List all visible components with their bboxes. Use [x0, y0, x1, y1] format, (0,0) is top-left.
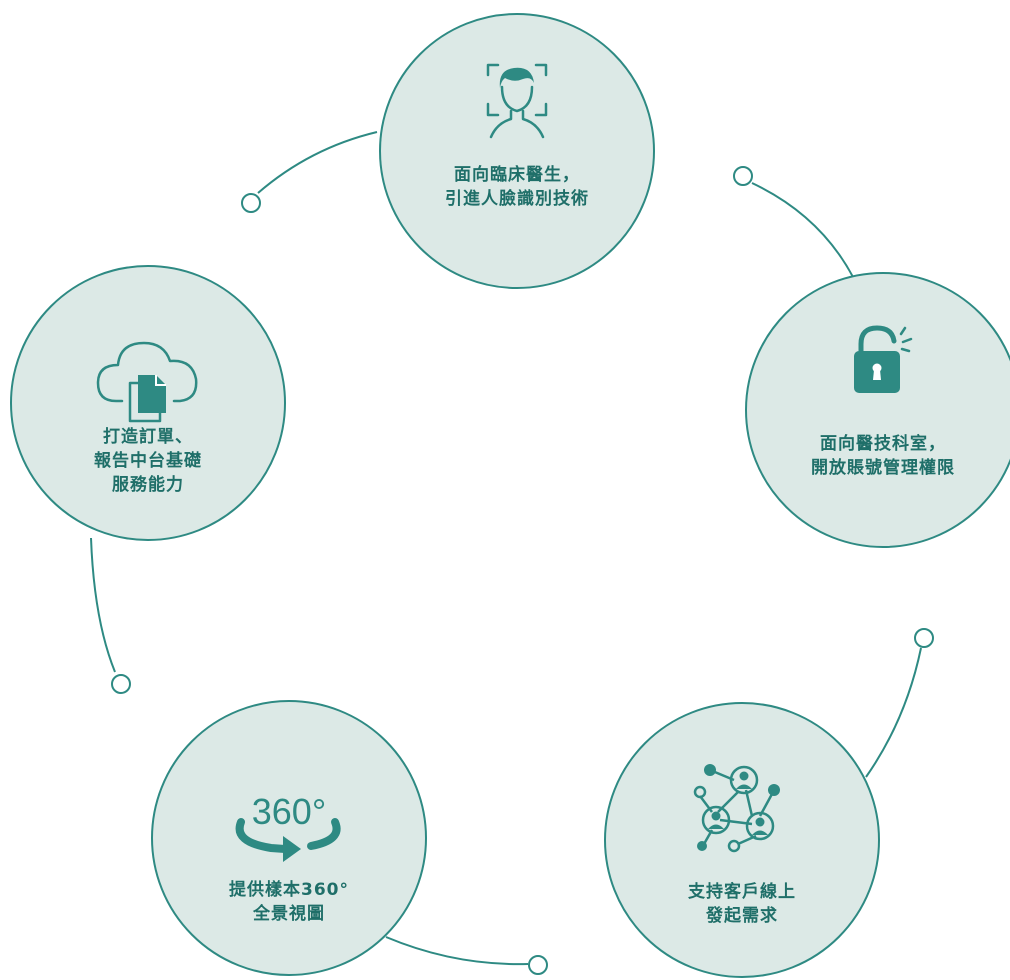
connector-face-recognition [257, 131, 378, 194]
node-label-line: 開放賬號管理權限 [811, 458, 955, 478]
rotate-360-icon: 360° [235, 791, 341, 862]
node-label: 面向臨床醫生， 引進人臉識別技術 [381, 163, 653, 211]
node-label: 打造訂單、 報告中台基礎 服務能力 [12, 425, 284, 497]
connector-account-permissions [751, 182, 854, 278]
cloud-documents-icon [96, 341, 198, 423]
connector-order-report-platform [90, 537, 116, 673]
node-order-report-platform: 打造訂單、 報告中台基礎 服務能力 [10, 265, 286, 541]
node-label-line: 提供樣本360° [229, 880, 349, 900]
node-label-line: 打造訂單、 [103, 427, 193, 447]
node-online-requests: 支持客戶線上 發起需求 [604, 702, 880, 978]
connector-end-dot [914, 628, 934, 648]
connector-online-requests [865, 647, 922, 778]
connector-end-dot [111, 674, 131, 694]
node-label-line: 服務能力 [112, 475, 184, 495]
node-label-line: 面向醫技科室， [820, 434, 946, 454]
connector-end-dot [241, 193, 261, 213]
node-label: 支持客戶線上 發起需求 [606, 880, 878, 928]
connector-end-dot [733, 166, 753, 186]
connector-end-dot [528, 955, 548, 975]
node-label-line: 發起需求 [706, 906, 778, 926]
node-label-line: 面向臨床醫生， [454, 165, 580, 185]
connector-sample-360 [385, 936, 529, 966]
node-sample-360: 360° 提供樣本360° 全景視圖 [151, 700, 427, 976]
face-scan-icon [486, 63, 548, 139]
rotate-360-label: 360° [252, 791, 326, 832]
padlock-icon [854, 325, 913, 393]
node-label: 面向醫技科室， 開放賬號管理權限 [747, 432, 1010, 480]
node-label-line: 引進人臉識別技術 [445, 189, 589, 209]
node-face-recognition: 面向臨床醫生， 引進人臉識別技術 [379, 13, 655, 289]
node-account-permissions: 面向醫技科室， 開放賬號管理權限 [745, 272, 1010, 548]
node-label-line: 支持客戶線上 [688, 882, 796, 902]
node-label-line: 全景視圖 [253, 904, 325, 924]
node-label-line: 報告中台基礎 [94, 451, 202, 471]
network-users-icon [693, 764, 780, 853]
node-label: 提供樣本360° 全景視圖 [153, 878, 425, 926]
